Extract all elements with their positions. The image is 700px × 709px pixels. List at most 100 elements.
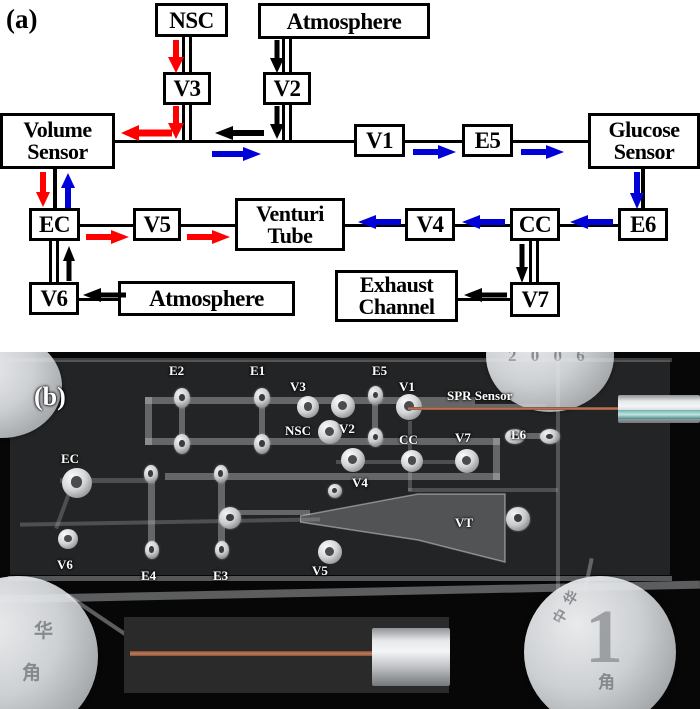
node-e6[interactable]: E6 [618, 208, 668, 241]
port-e2-bottom [174, 434, 190, 454]
port-e4-top [144, 465, 158, 483]
pipe-nsc-v3 [182, 34, 192, 76]
flow-arrow-left-e6-cc-icon [570, 215, 613, 229]
pipe-glucose-e6 [641, 168, 645, 213]
port-e5-bottom [368, 428, 383, 447]
port-e3 [215, 541, 229, 559]
panel-a-label: (a) [6, 4, 38, 34]
node-venturi-tube-label: Venturi Tube [256, 200, 324, 248]
node-ec[interactable]: EC [29, 208, 80, 241]
flow-arrow-left-main-black-icon [215, 126, 264, 140]
node-venturi-tube[interactable]: Venturi Tube [235, 198, 345, 251]
pipe-volume-v1 [112, 140, 355, 143]
pipe-cc-e6 [559, 224, 619, 227]
node-v3-label: V3 [173, 76, 201, 101]
port-e4 [145, 541, 159, 559]
pipe-cc-v7 [529, 240, 539, 285]
node-exhaust-channel[interactable]: Exhaust Channel [335, 270, 458, 322]
flow-arrow-left-main-red-icon [121, 125, 172, 141]
panel-a-schematic: (a) [0, 0, 700, 352]
photo-label-nsc: NSC [285, 423, 312, 438]
inset-ferrule [372, 628, 450, 686]
node-v2[interactable]: V2 [263, 72, 311, 105]
flow-arrow-right-v5-venturi-icon [187, 230, 230, 244]
channel-e2 [179, 400, 185, 442]
port-e6-right [540, 429, 560, 444]
valve-v2 [331, 394, 355, 418]
photo-label-v4: V4 [352, 475, 368, 490]
node-volume-sensor-label: Volume Sensor [23, 117, 92, 164]
channel-e4-vertical [148, 473, 155, 548]
valve-nsc [318, 420, 342, 444]
chip-edge-top [8, 358, 672, 362]
channel-cc-v7 [336, 460, 461, 464]
node-volume-sensor[interactable]: Volume Sensor [0, 113, 115, 169]
node-e5-label: E5 [474, 128, 501, 153]
photo-label-v1: V1 [399, 379, 415, 394]
channel-serpentine-left [145, 397, 152, 445]
port-e1-bottom [254, 434, 270, 454]
flow-arrow-left-atm-v6-icon [83, 288, 126, 302]
node-v1[interactable]: V1 [354, 124, 405, 157]
flow-arrow-left-v7-exhaust-icon [464, 288, 507, 302]
flow-arrow-right-v1-e5-icon [413, 145, 456, 159]
flow-arrow-up-v6-ec-icon [63, 246, 75, 281]
valve-ec [62, 468, 92, 498]
node-e5[interactable]: E5 [462, 124, 513, 157]
flow-arrow-down-cc-v7-icon [516, 244, 528, 283]
pipe-v4-cc [454, 224, 512, 227]
flow-arrow-up-ec-volume-icon [61, 173, 75, 208]
valve-v6 [58, 529, 78, 549]
photo-label-vt: VT [455, 515, 474, 530]
node-atmosphere-top[interactable]: Atmosphere [258, 3, 430, 39]
node-v5[interactable]: V5 [133, 208, 181, 241]
node-v3[interactable]: V3 [163, 72, 211, 105]
node-v6[interactable]: V6 [29, 282, 79, 315]
photo-label-v3: V3 [290, 379, 306, 394]
node-nsc[interactable]: NSC [155, 3, 228, 37]
channel-serpentine-bottom [165, 473, 500, 480]
flow-arrow-down-nsc-v3-icon [168, 40, 184, 73]
channel-serpentine-right [493, 438, 500, 480]
flow-arrow-right-ec-v5-icon [86, 230, 129, 244]
node-v4[interactable]: V4 [405, 208, 455, 241]
pipe-v3-main [182, 103, 192, 142]
channel-e1 [259, 400, 265, 442]
photo-label-e5: E5 [372, 363, 388, 378]
node-atmosphere-bottom-label: Atmosphere [149, 286, 264, 311]
node-exhaust-channel-label: Exhaust Channel [358, 272, 435, 319]
venturi-tube-shape [300, 493, 506, 563]
flow-arrow-down-volume-ec-icon [36, 172, 50, 207]
photo-label-e6: E6 [511, 427, 527, 442]
coin-bottom-right [524, 576, 676, 709]
valve-v3 [297, 396, 319, 418]
photo-label-e4: E4 [141, 568, 157, 583]
photo-label-spr-sensor: SPR Sensor [447, 388, 513, 403]
port-e5-top [368, 386, 383, 405]
coin-bottom-left-top-char: 华 [34, 621, 54, 642]
node-glucose-sensor[interactable]: Glucose Sensor [588, 113, 700, 169]
channel-ec-horizontal [60, 478, 155, 483]
node-atmosphere-top-label: Atmosphere [286, 8, 402, 34]
coin-bottom-right-bottom-char: 角 [598, 673, 615, 692]
pipe-atm-v2 [282, 36, 292, 76]
photo-label-v2: V2 [339, 421, 355, 436]
node-atmosphere-bottom[interactable]: Atmosphere [118, 281, 295, 316]
pipe-v7-exhaust [457, 298, 511, 301]
photo-label-ec: EC [61, 451, 80, 466]
photo-label-v5: V5 [312, 563, 328, 578]
port-mid-junction [219, 507, 241, 529]
pipe-v1-e5 [403, 140, 463, 143]
node-glucose-sensor-label: Glucose Sensor [608, 117, 680, 164]
node-cc[interactable]: CC [510, 208, 560, 241]
node-v7[interactable]: V7 [510, 282, 560, 317]
channel-spr-bottom [408, 488, 558, 492]
port-small-junction [328, 484, 342, 498]
valve-v7 [455, 449, 479, 473]
valve-cc [401, 450, 423, 472]
flow-arrow-right-e5-glucose-icon [521, 145, 564, 159]
pipe-ec-v5 [79, 224, 135, 227]
pipe-ec-v6 [49, 240, 59, 283]
photo-label-cc: CC [399, 432, 418, 447]
